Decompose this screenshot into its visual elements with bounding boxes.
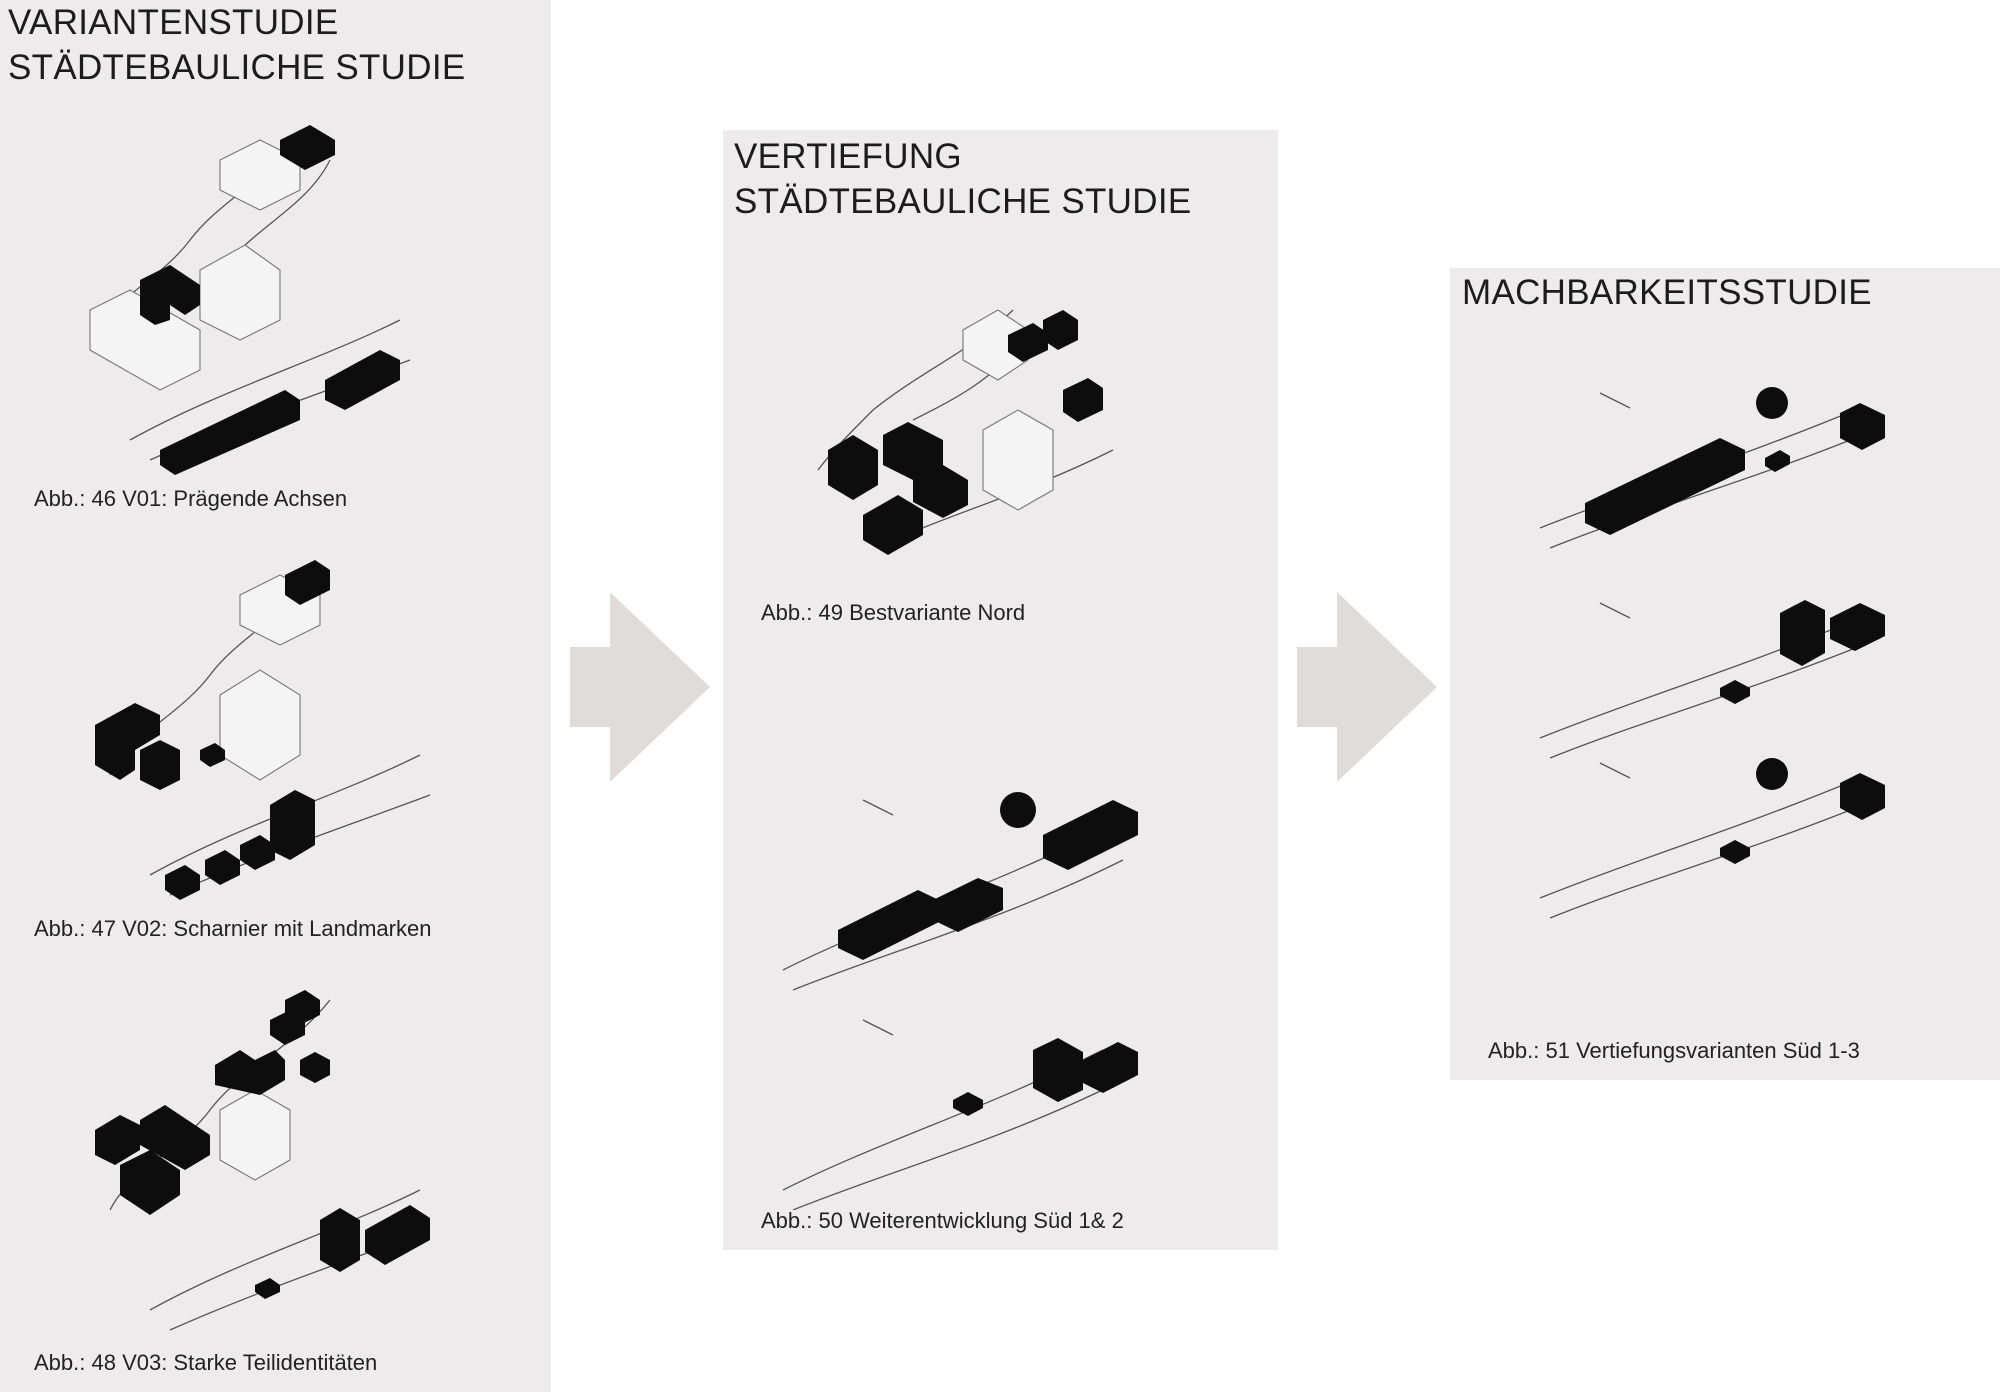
building-block [160, 390, 300, 475]
tree-icon [1756, 758, 1788, 790]
figure-caption: Abb.: 47 V02: Scharnier mit Landmarken [34, 916, 432, 941]
building-block [205, 850, 240, 885]
panel-title-line1: VERTIEFUNG [734, 137, 962, 176]
building-block [913, 462, 968, 518]
figure-caption: Abb.: 51 Vertiefungsvarianten Süd 1-3 [1488, 1038, 1860, 1063]
figure-caption: Abb.: 46 V01: Prägende Achsen [34, 486, 348, 511]
tree-icon [1756, 387, 1788, 419]
figure-caption: Abb.: 48 V03: Starke Teilidentitäten [34, 1350, 378, 1375]
building-block [240, 835, 275, 870]
site-plan-vertiefungsvarianten-sued [1540, 387, 1885, 919]
building-block [1840, 403, 1885, 450]
building-block [285, 560, 330, 605]
process-arrow-icon [1297, 592, 1437, 782]
panel-title-line2: STÄDTEBAULICHE STUDIE [734, 182, 1192, 221]
building-block [365, 1205, 430, 1265]
panel-title: MACHBARKEITSSTUDIE [1462, 273, 1872, 312]
figure-caption: Abb.: 49 Bestvariante Nord [761, 600, 1026, 625]
building-block [863, 495, 923, 555]
building-block [320, 1208, 360, 1272]
site-plan-v01 [89, 125, 411, 475]
building-block [1840, 773, 1885, 820]
building-block [933, 878, 1003, 932]
building-block [140, 1105, 210, 1170]
building-block [300, 1052, 330, 1083]
building-block [280, 125, 335, 170]
panel-title-line2: STÄDTEBAULICHE STUDIE [8, 48, 466, 87]
site-plan-v02 [95, 560, 431, 900]
site-plan-weiterentwicklung-sued [783, 792, 1138, 1210]
building-block [1585, 438, 1745, 535]
panel-variantenstudie: VARIANTENSTUDIE STÄDTEBAULICHE STUDIE Ab… [0, 0, 551, 1392]
building-block [255, 1278, 280, 1299]
panel-title-line1: VARIANTENSTUDIE [8, 3, 339, 42]
building-block [828, 435, 878, 500]
site-plan-v03 [95, 990, 431, 1331]
building-block [140, 740, 180, 790]
building-block [883, 422, 943, 480]
panel-machbarkeitsstudie: MACHBARKEITSSTUDIE Abb.: 51 Vertiefungsv… [1450, 268, 2000, 1080]
building-block [1720, 680, 1750, 704]
building-block [838, 890, 943, 960]
building-block [1765, 450, 1790, 472]
building-block [95, 1115, 140, 1165]
panel-title: VARIANTENSTUDIE STÄDTEBAULICHE STUDIE [8, 0, 466, 90]
building-block [325, 350, 400, 410]
building-block [215, 1050, 285, 1095]
building-block [165, 865, 200, 900]
building-block [1033, 1038, 1083, 1102]
process-arrow-icon [570, 592, 710, 782]
building-block [1720, 840, 1750, 864]
building-block [270, 1010, 305, 1045]
building-block [1043, 800, 1138, 870]
building-block [200, 743, 225, 767]
building-block [1063, 378, 1103, 422]
tree-icon [1000, 792, 1036, 828]
building-block [1780, 600, 1825, 666]
figure-caption: Abb.: 50 Weiterentwicklung Süd 1& 2 [761, 1208, 1124, 1233]
building-block [1043, 310, 1078, 350]
building-block [1830, 603, 1885, 651]
building-block [95, 703, 160, 780]
building-block [1083, 1042, 1138, 1093]
building-block [953, 1092, 983, 1116]
building-block [270, 790, 315, 860]
building-block [140, 265, 200, 325]
building-block [120, 1150, 180, 1215]
site-plan-bestvariante-nord [817, 309, 1114, 555]
panel-vertiefung: VERTIEFUNG STÄDTEBAULICHE STUDIE Abb.: 4… [723, 130, 1278, 1250]
panel-title: VERTIEFUNG STÄDTEBAULICHE STUDIE [734, 134, 1192, 224]
building-block [1008, 323, 1048, 362]
